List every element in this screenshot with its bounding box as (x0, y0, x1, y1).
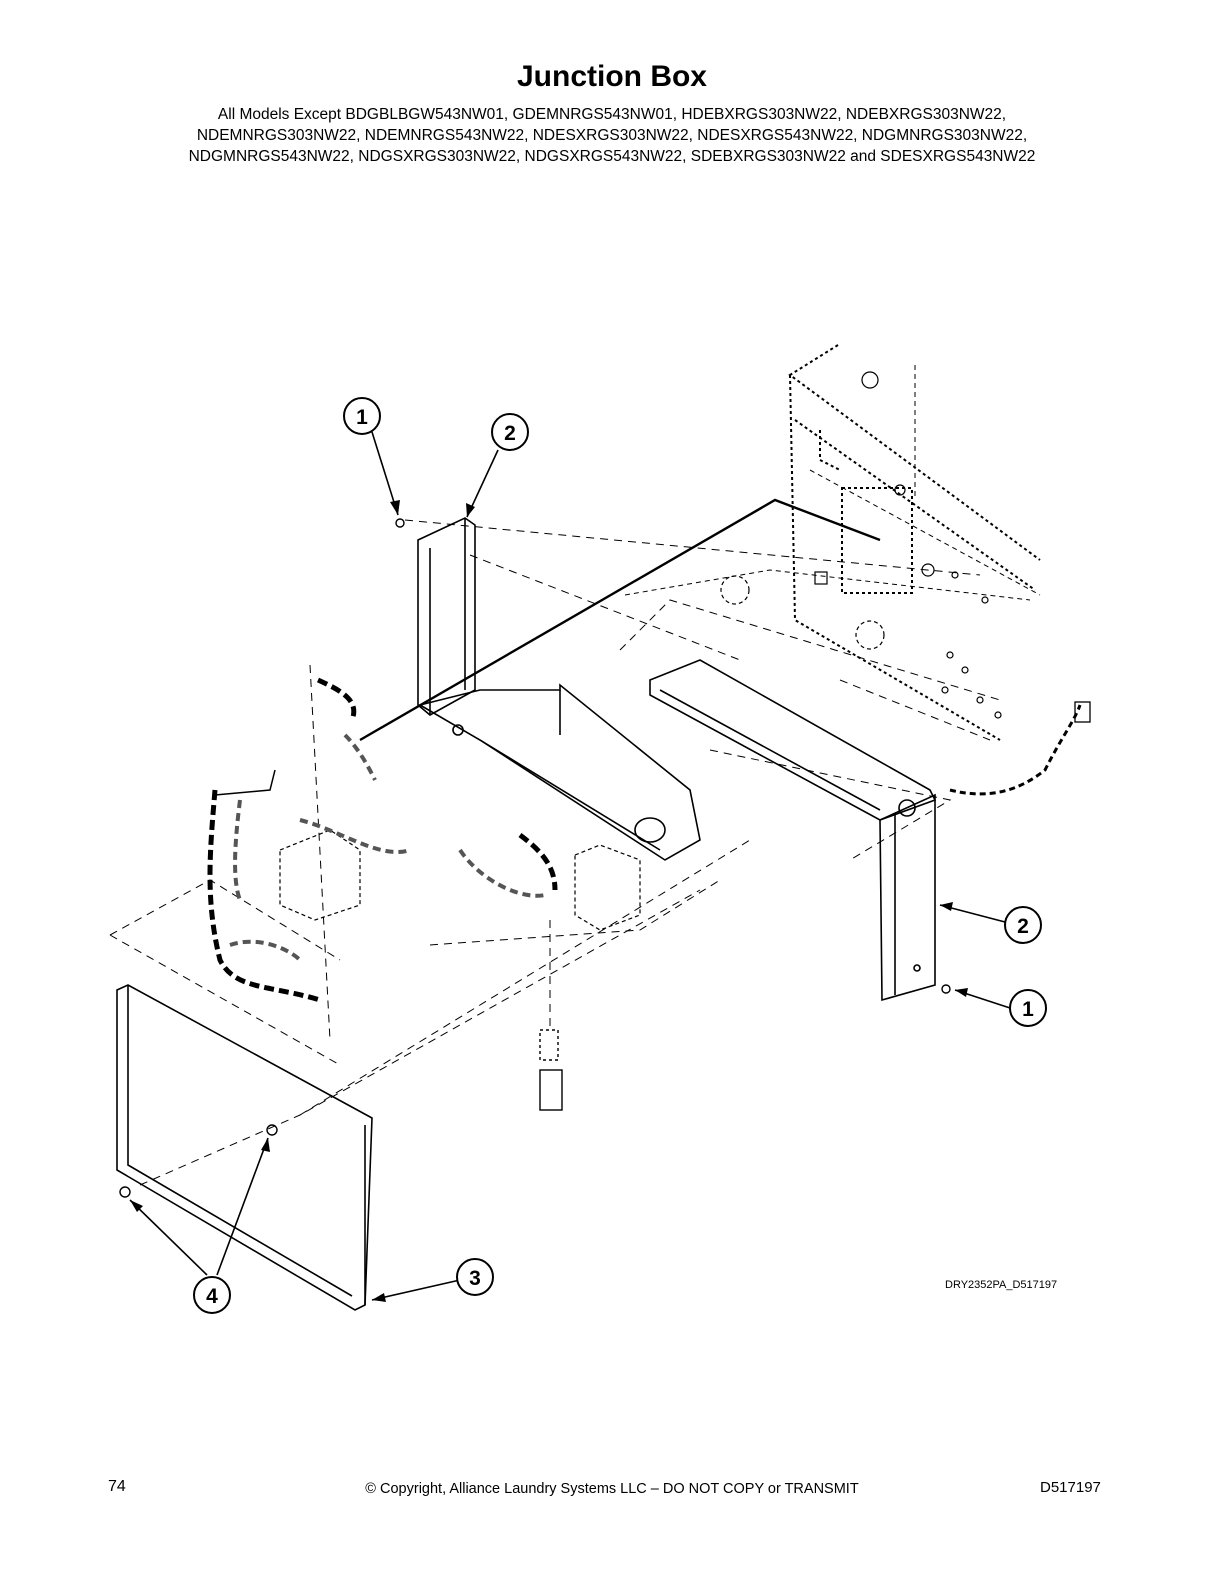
left-upright-bracket (417, 517, 476, 716)
callout-label: 2 (504, 422, 516, 445)
subtitle-line: NDEMNRGS303NW22, NDEMNRGS543NW22, NDESXR… (196, 127, 1028, 144)
callout-label: 1 (356, 406, 368, 429)
page-number: 74 (108, 1478, 126, 1495)
channel-bracket (649, 659, 937, 821)
screws (119, 518, 951, 1198)
cord-plug (1074, 701, 1091, 723)
subtitle-line: All Models Except BDGBLBGW543NW01, GDEMN… (217, 106, 1007, 123)
power-cord (949, 704, 1082, 796)
callout-label: 1 (1022, 998, 1034, 1021)
terminal-block (279, 829, 641, 931)
ground-wire (359, 498, 881, 742)
junction-box-base (417, 683, 701, 861)
callout-1-right: 1 (1009, 989, 1047, 1027)
conduit-connector (539, 1029, 563, 1111)
drawing-id: DRY2352PA_D517197 (945, 1279, 1058, 1291)
model-exclusion-list: All Models Except BDGBLBGW543NW01, GDEMN… (90, 104, 1134, 167)
callout-1-top: 1 (343, 397, 381, 435)
callout-label: 4 (206, 1285, 218, 1308)
assembly-dash-lines (109, 519, 1001, 1186)
callout-4: 4 (193, 1276, 231, 1314)
callout-label: 2 (1017, 915, 1029, 938)
callout-2-right: 2 (1004, 906, 1042, 944)
dryer-cabinet-outline (788, 344, 1041, 741)
cabinet-holes (720, 371, 1002, 719)
cabinet-fine-dashes (624, 365, 1041, 601)
leader-lines (129, 431, 1011, 1301)
callout-3: 3 (456, 1258, 494, 1296)
copyright-notice: © Copyright, Alliance Laundry Systems LL… (365, 1481, 859, 1497)
callout-2-top: 2 (491, 413, 529, 451)
wire-harness (207, 677, 558, 1003)
arrowheads (130, 500, 968, 1302)
front-cover-panel (116, 984, 373, 1311)
document-number: D517197 (1040, 1479, 1101, 1496)
wire-harness-light (229, 733, 546, 962)
subtitle-line: NDGMNRGS543NW22, NDGSXRGS303NW22, NDGSXR… (188, 148, 1036, 165)
page-title: Junction Box (516, 60, 707, 93)
callout-label: 3 (469, 1267, 481, 1290)
right-upright-bracket (879, 793, 936, 1002)
